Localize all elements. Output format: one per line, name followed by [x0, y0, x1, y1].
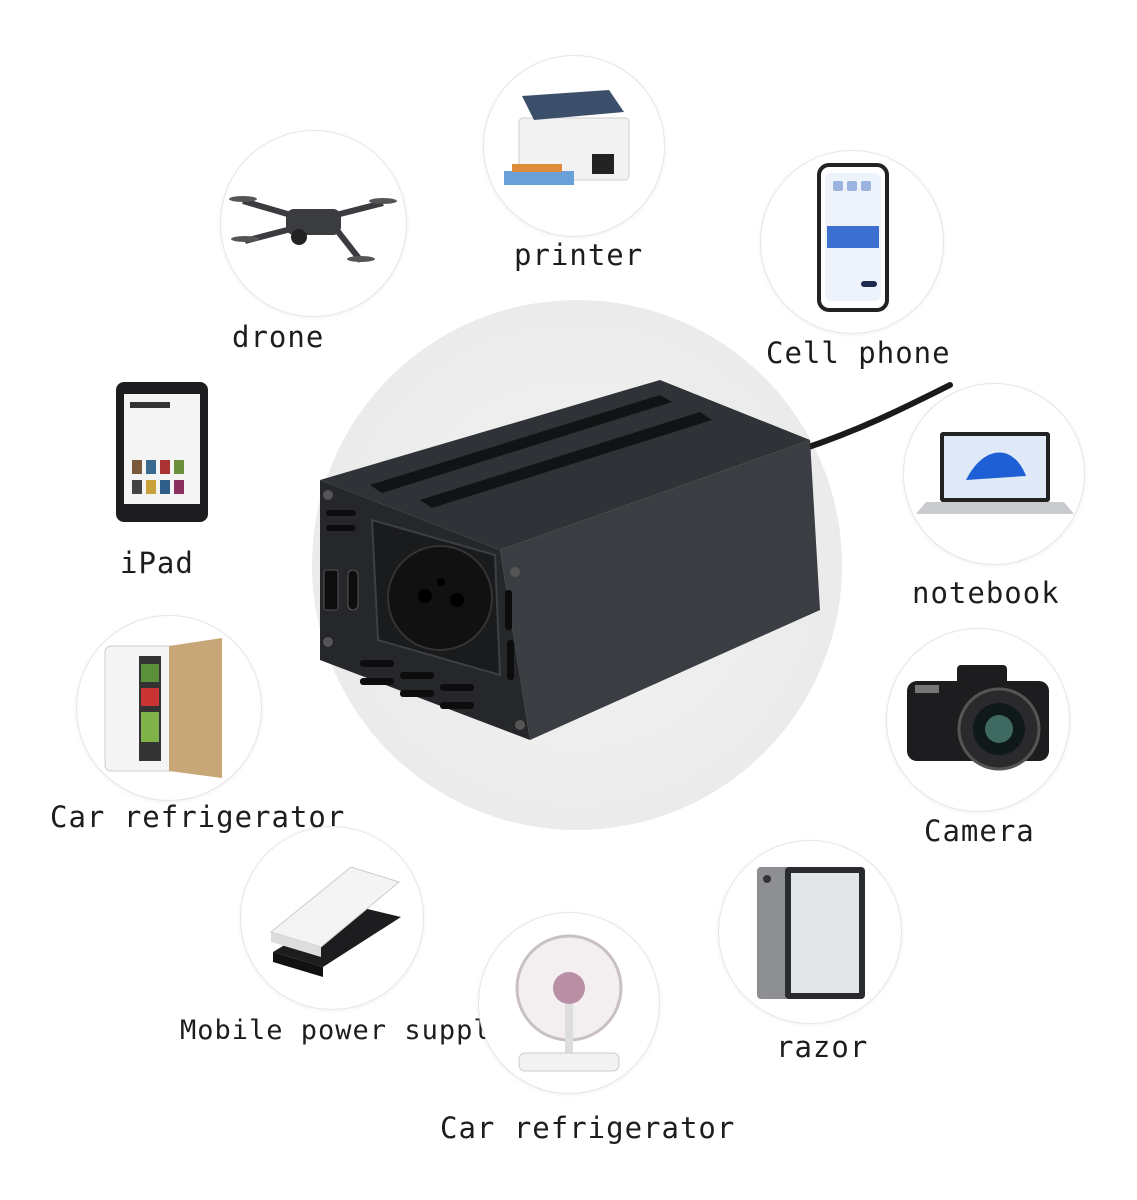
device-label: notebook	[912, 576, 1060, 610]
car-fridge-bottom-circle	[478, 912, 660, 1094]
device-label: Mobile power supply	[180, 1015, 508, 1046]
device-label: printer	[514, 238, 644, 272]
device-label: Car refrigerator	[50, 800, 346, 834]
cell-phone-circle	[760, 150, 944, 334]
printer-icon	[504, 90, 630, 185]
drone-circle	[220, 130, 407, 317]
device-label: iPad	[120, 546, 194, 580]
printer-circle	[483, 55, 665, 237]
device-label: Car refrigerator	[440, 1111, 736, 1145]
inverter-icon	[320, 380, 953, 740]
desk-fan-icon	[515, 934, 623, 1072]
device-label: Camera	[924, 814, 1035, 848]
power-bank-circle	[240, 826, 424, 1010]
power-bank-icon	[269, 866, 401, 977]
notebook-circle	[903, 383, 1085, 565]
mini-fridge-icon	[104, 638, 222, 778]
phone-icon	[817, 163, 889, 312]
camera-circle	[886, 628, 1070, 812]
tablet-icon	[116, 382, 208, 522]
razor-circle	[718, 840, 902, 1024]
device-label: Cell phone	[766, 336, 951, 370]
slate-device-icon	[757, 867, 865, 999]
camera-icon	[907, 665, 1049, 771]
car-fridge-left-circle	[76, 615, 262, 801]
device-label: drone	[232, 320, 325, 354]
drone-icon	[229, 196, 397, 263]
laptop-icon	[916, 432, 1074, 514]
device-label: razor	[776, 1030, 869, 1064]
